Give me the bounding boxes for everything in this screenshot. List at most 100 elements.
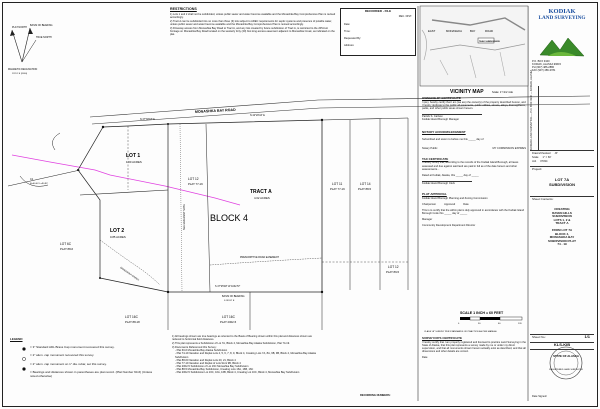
project-name: LOT 7A SUBDIVISION bbox=[548, 177, 575, 187]
lot-far-right-plat: PLAT 89-5 bbox=[386, 270, 400, 274]
lot2-label: LOT 2 bbox=[110, 228, 124, 234]
lot1-label: LOT 1 bbox=[126, 153, 140, 159]
restriction-item: 1) Lots 1 and 2 shall not be subdivided,… bbox=[170, 12, 336, 19]
block-label: BLOCK 4 bbox=[210, 213, 248, 223]
tax-dated: Dated at Kodiak, Alaska, this _____ day … bbox=[422, 173, 479, 177]
approval-date: Date bbox=[463, 202, 469, 206]
north-note-2: BASIS OF BEARING bbox=[30, 24, 53, 27]
lot6c-plat: PLAT 88-6 bbox=[60, 247, 74, 251]
sheet-contents-label: Sheet Contents: bbox=[532, 197, 554, 201]
lot1-area: 1.00 ACRES bbox=[126, 160, 142, 164]
recorded-date-label: Date: bbox=[344, 23, 351, 26]
company-name-2: LAND SURVEYING bbox=[538, 15, 586, 21]
notary-commission-label: MY COMMISSION EXPIRES bbox=[492, 146, 526, 150]
approval-manager: Manager bbox=[422, 217, 433, 221]
company-address-line: KODIAK, ALASKA 99615 bbox=[532, 63, 561, 67]
drawn-label: Drawn/Checked bbox=[532, 152, 551, 155]
survey-class-note: CLASS "A" SURVEY PER STANDARDS OF PRACTI… bbox=[424, 330, 498, 333]
kodiak-logo-icon bbox=[539, 37, 585, 57]
recorded-file-box: RECORDED - FILE REC. DIST. Date: Time: R… bbox=[340, 8, 416, 56]
surveyor-date: Date bbox=[422, 355, 428, 359]
company-address-line: PH (907) 486-2880 bbox=[532, 66, 555, 70]
company-logo: KODIAK LAND SURVEYING bbox=[530, 8, 594, 21]
reference-doc: - Plat 2002-5 Subdivision Lot 16C, 16A, … bbox=[175, 371, 300, 375]
magnetic-declination: MAGNETIC DECLINATION bbox=[8, 68, 37, 71]
company-address: P.O. BOX 3340 KODIAK, ALASKA 99615 PH (9… bbox=[532, 60, 592, 72]
scale-bar-label: SCALE 1 INCH = 60 FEET bbox=[460, 311, 504, 315]
contents-line: TRACT A bbox=[555, 221, 569, 226]
company-name-1: KODIAK bbox=[548, 8, 576, 15]
rec-dist-label: REC. DIST. bbox=[398, 15, 412, 18]
reference-doc: - Plat 88-5 Monashka Bay Subdivision, Cr… bbox=[175, 367, 254, 371]
prescriptive-easement-label: PRESCRIPTIVE ROAD EASEMENT bbox=[240, 256, 279, 259]
note-1: 1) All bearings shown are true bearings … bbox=[172, 335, 312, 342]
road-line bbox=[89, 95, 591, 118]
reference-doc: - Plat 88-60 Vacation and Replat Lots 20… bbox=[175, 358, 236, 362]
curve-detail bbox=[7, 132, 81, 187]
restrictions-title: RESTRICTIONS bbox=[170, 7, 197, 11]
tax-officer: Kodiak Island Borough Clerk bbox=[422, 180, 472, 185]
reference-doc: - Plat 77-19 Vacation and Replat of Lots… bbox=[175, 361, 241, 365]
plat-approval-org: Kodiak Island Borough Planning and Zonin… bbox=[422, 196, 488, 200]
tax-certificate-title: TAX CERTIFICATE bbox=[422, 156, 449, 161]
creek-label: MONASHKA CREEK bbox=[119, 266, 139, 282]
sheet-no: 1/1 bbox=[584, 334, 590, 339]
title-strip-text: KODIAK LAND SURVEYING — P.O. BOX 3340 — … bbox=[530, 69, 533, 150]
lot-right-b-label: LOT 14 bbox=[360, 182, 371, 186]
ownership-signer: Patrick S. Carlson bbox=[422, 113, 482, 118]
contents-line: CREATING bbox=[554, 207, 570, 211]
vicinity-label-subdivision: TASK SUBDIVISION bbox=[479, 40, 500, 43]
scale-row: Scale 1" = 60' bbox=[532, 156, 551, 159]
ownership-title: OWNERSHIP CERTIFICATE bbox=[422, 96, 461, 100]
reference-doc: - Plat 2002-5 Subdivision of Lot 16C Mon… bbox=[175, 364, 249, 368]
vicinity-map-title: VICINITY MAP bbox=[450, 89, 484, 95]
lot16c-b-label: LOT 16C bbox=[222, 315, 236, 319]
surveyor-seal-icon: STATE OF ALASKA REGISTERED LAND SURVEYOR bbox=[549, 346, 583, 380]
tract-a-label: TRACT A bbox=[250, 189, 272, 195]
company-address-line: P.O. BOX 3340 bbox=[532, 60, 550, 63]
seal-subtext: REGISTERED LAND SURVEYOR bbox=[549, 368, 583, 371]
monuments bbox=[77, 118, 324, 294]
scale-bar bbox=[460, 316, 523, 321]
job-value: 07034 bbox=[540, 160, 548, 163]
legend-symbols bbox=[22, 347, 26, 371]
ownership-signer-title: Kodiak Island Borough Manager bbox=[422, 117, 460, 121]
company-address-line: FAX (907) 486-3781 bbox=[532, 69, 556, 73]
approval-certify: This is to certify that the within plat … bbox=[422, 208, 525, 215]
vicinity-label-east: EAST bbox=[428, 29, 436, 33]
recorded-requested-label: Requested By: bbox=[344, 37, 362, 40]
reference-doc: - Plat 74-19 Vacation and Replat Lots 4,… bbox=[175, 352, 316, 359]
contents-line: SUBDIVISION bbox=[552, 214, 572, 219]
bearing-2: N 42°20'44" E bbox=[250, 114, 265, 117]
recorded-time-label: Time: bbox=[344, 30, 351, 33]
plat-approval-title: PLAT APPROVAL bbox=[422, 191, 447, 196]
date-signed-label: Date Signed: bbox=[532, 395, 547, 398]
reference-doc: - Plat 60-6 Monashka Bay Alaska Subdivis… bbox=[175, 349, 228, 353]
drawn-value: JP bbox=[554, 152, 558, 155]
contents-line: MONASHKA BAY bbox=[549, 235, 575, 240]
legend-item: = 3" Standard ADL Brass Cap monument rec… bbox=[30, 344, 115, 349]
certificates-column: OWNERSHIP CERTIFICATE I (we), hereby cer… bbox=[422, 96, 526, 227]
tract-a-area: 4.02 ACRES bbox=[254, 196, 270, 200]
scale-tick-0: 0 bbox=[458, 323, 460, 325]
notary-public-label: Notary Public bbox=[422, 146, 438, 150]
declination-detail: 19°51' E (2000) bbox=[12, 73, 27, 75]
curve-label: C1 bbox=[30, 177, 34, 181]
legend-block: LEGEND = 3" Standard ADL Brass Cap monum… bbox=[10, 337, 160, 379]
sheet-no-label: Sheet No.: bbox=[532, 335, 547, 339]
lot-right-a-label: LOT 11 bbox=[332, 182, 343, 186]
contents-line: LOTS 1, 2 & bbox=[553, 217, 571, 222]
lot-far-right-label: LOT 12 bbox=[388, 265, 399, 269]
bearing-1: N 47°30'18" E bbox=[140, 118, 155, 121]
easement-label: SEE EASEMENT NOTE bbox=[183, 204, 186, 230]
legend-item: = 2" alum. cap monument recovered this s… bbox=[30, 353, 95, 358]
lot16c-plat: PLAT 88-18 bbox=[125, 320, 140, 324]
project-label: Project: bbox=[532, 167, 543, 171]
vicinity-map-scale: Scale: 1"=1/2 mile bbox=[492, 90, 513, 94]
surveyor-title: SURVEYOR'S CERTIFICATE bbox=[422, 336, 462, 340]
restriction-item: 3) Driveway access from Monashka Bay Roa… bbox=[170, 26, 335, 37]
curve-detail-text: R=60.00' L=90.93' bbox=[30, 183, 48, 185]
job-number: KLS-KIB bbox=[553, 342, 571, 347]
